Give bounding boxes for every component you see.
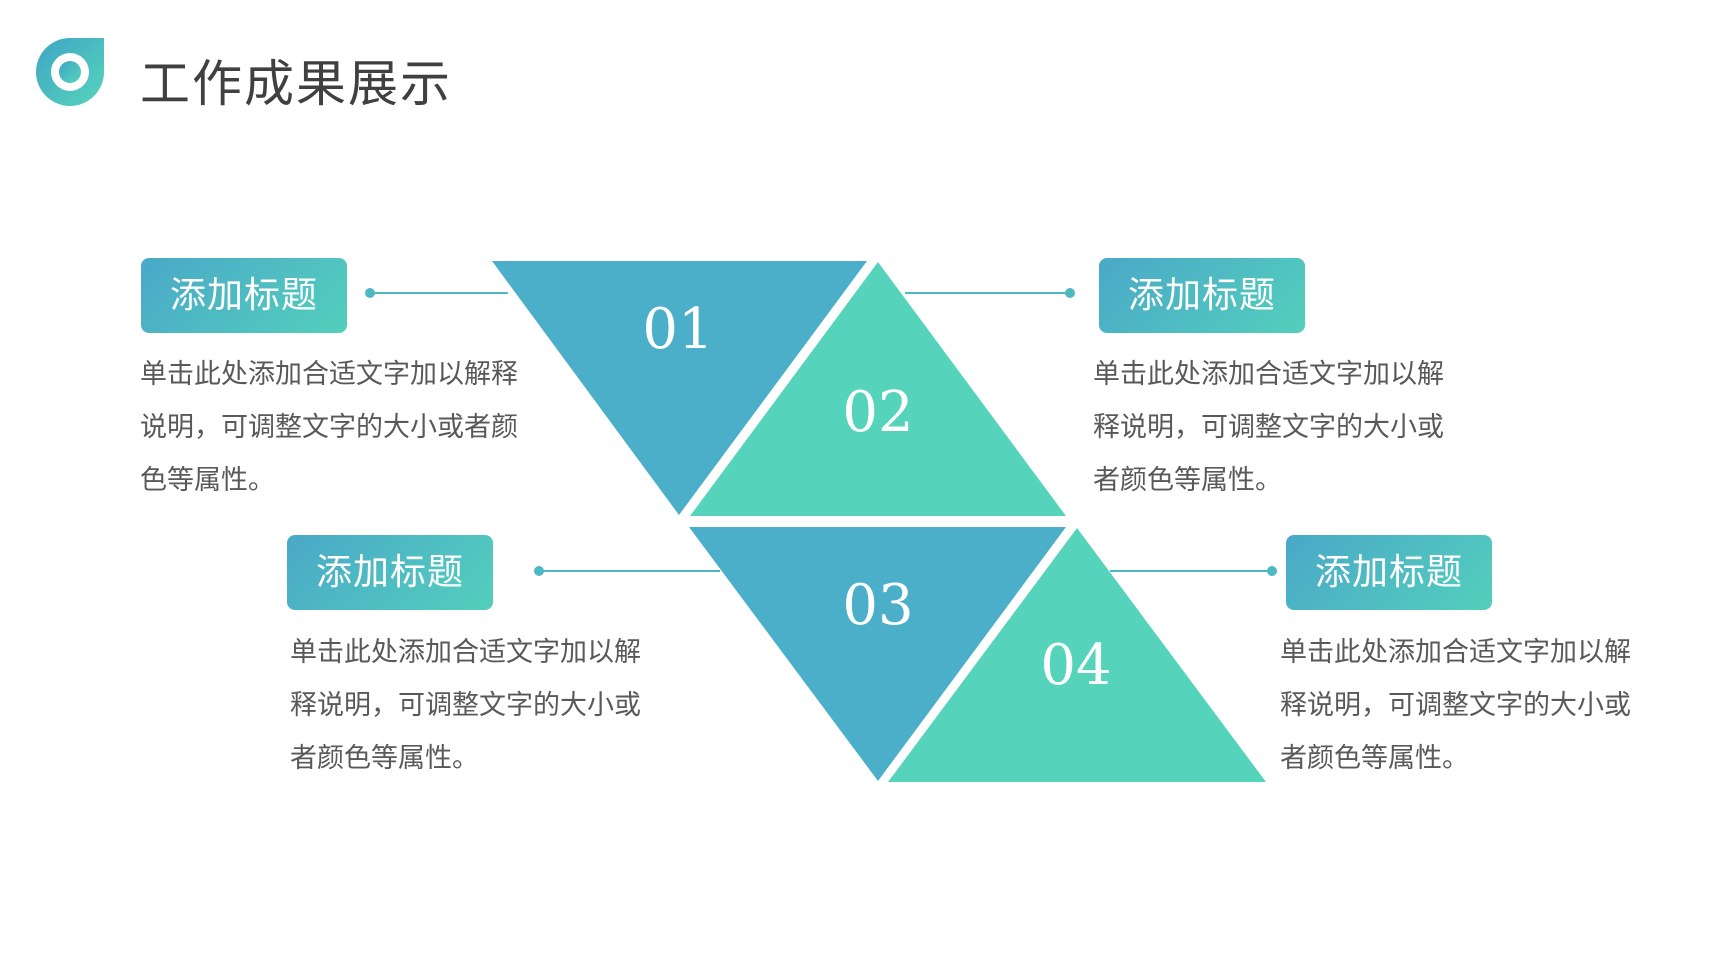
description-1: 单击此处添加合适文字加以解释说明，可调整文字的大小或者颜色等属性。	[140, 359, 518, 496]
description-3: 单击此处添加合适文字加以解释说明，可调整文字的大小或者颜色等属性。	[290, 637, 641, 774]
connector-line-4	[1110, 566, 1277, 576]
triangle-01	[492, 261, 867, 515]
title-tag-1: 添加标题	[141, 258, 347, 333]
step-number-02: 02	[842, 380, 913, 445]
step-number-03: 03	[842, 573, 913, 638]
step-number-01: 01	[642, 297, 713, 362]
step-number-04: 04	[1040, 633, 1111, 698]
page-title: 工作成果展示	[140, 55, 452, 113]
triangle-04	[888, 528, 1266, 782]
ring-drop-icon	[36, 38, 104, 106]
triangle-03	[689, 527, 1066, 781]
title-tag-3: 添加标题	[287, 535, 493, 610]
title-tag-2: 添加标题	[1099, 258, 1305, 333]
connector-line-3	[534, 566, 720, 576]
connector-line-1	[365, 288, 508, 298]
connector-line-2	[905, 288, 1075, 298]
description-4: 单击此处添加合适文字加以解释说明，可调整文字的大小或者颜色等属性。	[1280, 637, 1631, 774]
triangle-02	[690, 262, 1066, 516]
title-tag-4: 添加标题	[1286, 535, 1492, 610]
description-2: 单击此处添加合适文字加以解释说明，可调整文字的大小或者颜色等属性。	[1093, 359, 1444, 496]
